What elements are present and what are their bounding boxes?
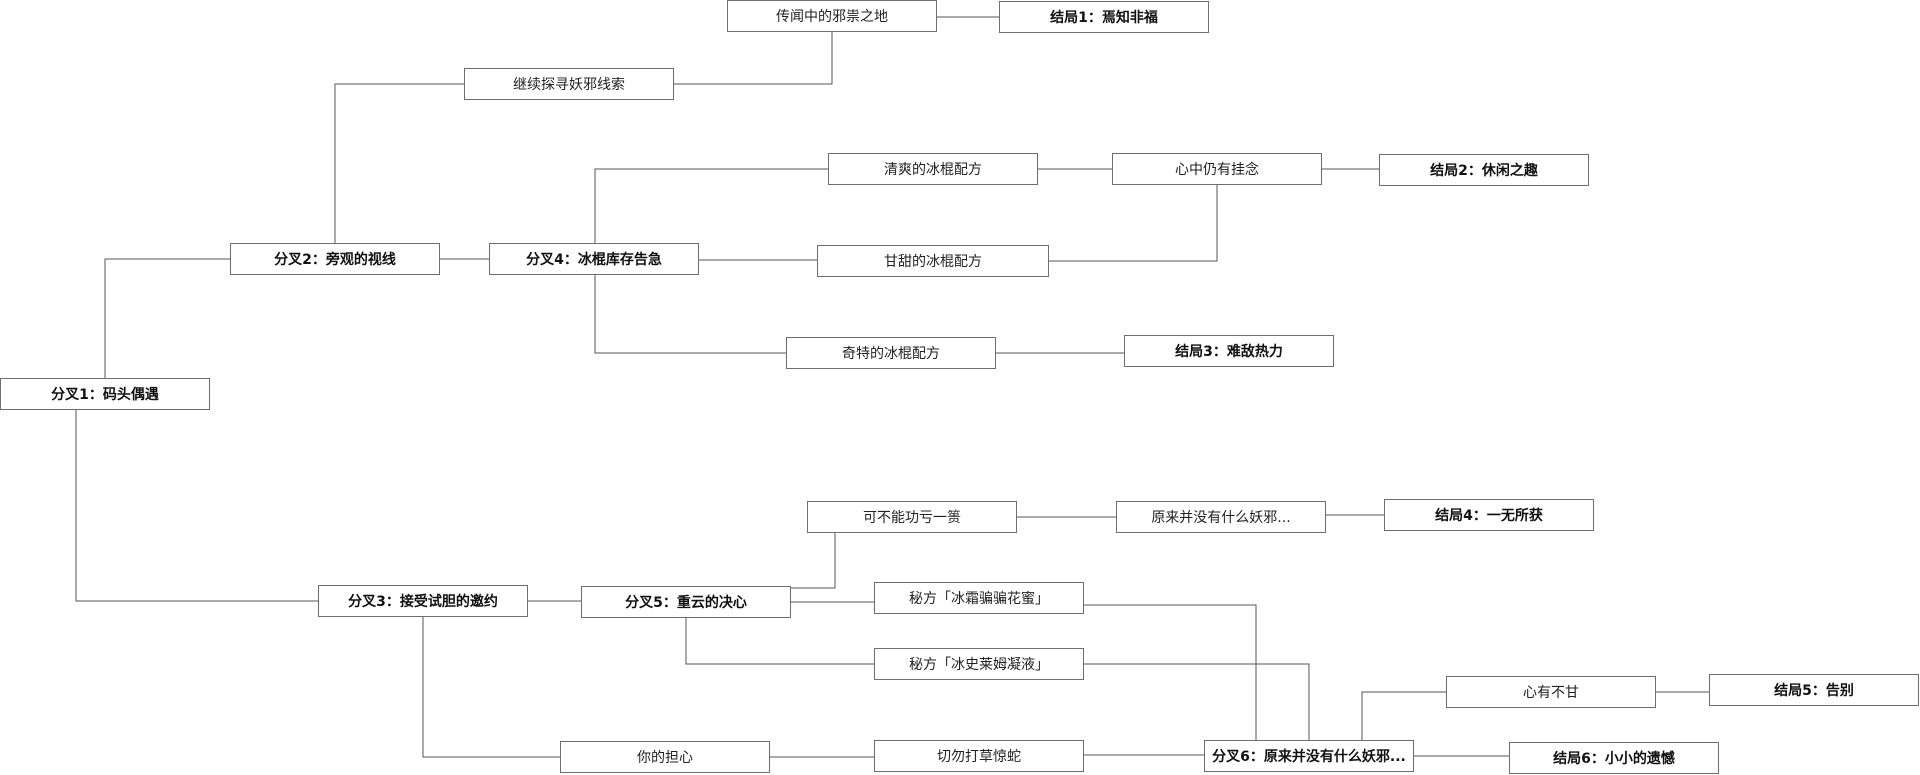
connector-branch5-secret-slime <box>685 617 874 665</box>
connector-branch5-no-fail <box>790 532 836 589</box>
node-ending5[interactable]: 结局5：告别 <box>1709 674 1919 706</box>
node-branch6[interactable]: 分叉6：原来并没有什么妖邪... <box>1204 740 1414 772</box>
node-weird-recipe[interactable]: 奇特的冰棍配方 <box>786 337 996 369</box>
connector-branch1-branch3 <box>75 409 318 602</box>
node-no-fail[interactable]: 可不能功亏一篑 <box>807 501 1017 533</box>
node-branch2[interactable]: 分叉2：旁观的视线 <box>230 243 440 275</box>
node-cool-recipe[interactable]: 清爽的冰棍配方 <box>828 153 1038 185</box>
node-branch5[interactable]: 分叉5：重云的决心 <box>581 586 791 618</box>
node-your-worry[interactable]: 你的担心 <box>560 741 770 773</box>
node-branch1[interactable]: 分叉1：码头偶遇 <box>0 378 210 410</box>
node-no-evil[interactable]: 原来并没有什么妖邪... <box>1116 501 1326 533</box>
node-branch3[interactable]: 分叉3：接受试胆的邀约 <box>318 585 528 617</box>
node-secret-slime[interactable]: 秘方「冰史莱姆凝液」 <box>874 648 1084 680</box>
connector-secret-slime-branch6 <box>1083 663 1310 740</box>
connector-branch6-unwilling <box>1361 691 1447 740</box>
connector-secret-honey-branch6 <box>1083 604 1257 740</box>
node-unwilling[interactable]: 心有不甘 <box>1446 676 1656 708</box>
node-branch4[interactable]: 分叉4：冰棍库存告急 <box>489 243 699 275</box>
node-still-worried[interactable]: 心中仍有挂念 <box>1112 153 1322 185</box>
connector-continue-search-rumored <box>673 32 833 85</box>
connector-branch4-weird-recipe <box>594 275 787 354</box>
connector-branch3-your-worry <box>422 617 561 758</box>
connector-sweet-recipe-still-worried <box>1048 185 1218 262</box>
node-ending6[interactable]: 结局6：小小的遗憾 <box>1509 742 1719 774</box>
connector-branch4-cool-recipe <box>594 168 829 243</box>
connector-branch2-continue-search <box>334 83 465 243</box>
connector-branch1-branch2 <box>104 258 230 378</box>
node-dont-alert[interactable]: 切勿打草惊蛇 <box>874 740 1084 772</box>
node-continue-search[interactable]: 继续探寻妖邪线索 <box>464 68 674 100</box>
node-ending3[interactable]: 结局3：难敌热力 <box>1124 335 1334 367</box>
node-secret-honey[interactable]: 秘方「冰霜骗骗花蜜」 <box>874 582 1084 614</box>
node-ending2[interactable]: 结局2：休闲之趣 <box>1379 154 1589 186</box>
node-rumored[interactable]: 传闻中的邪祟之地 <box>727 0 937 32</box>
node-sweet-recipe[interactable]: 甘甜的冰棍配方 <box>817 245 1049 277</box>
node-ending1[interactable]: 结局1：焉知非福 <box>999 1 1209 33</box>
node-ending4[interactable]: 结局4：一无所获 <box>1384 499 1594 531</box>
